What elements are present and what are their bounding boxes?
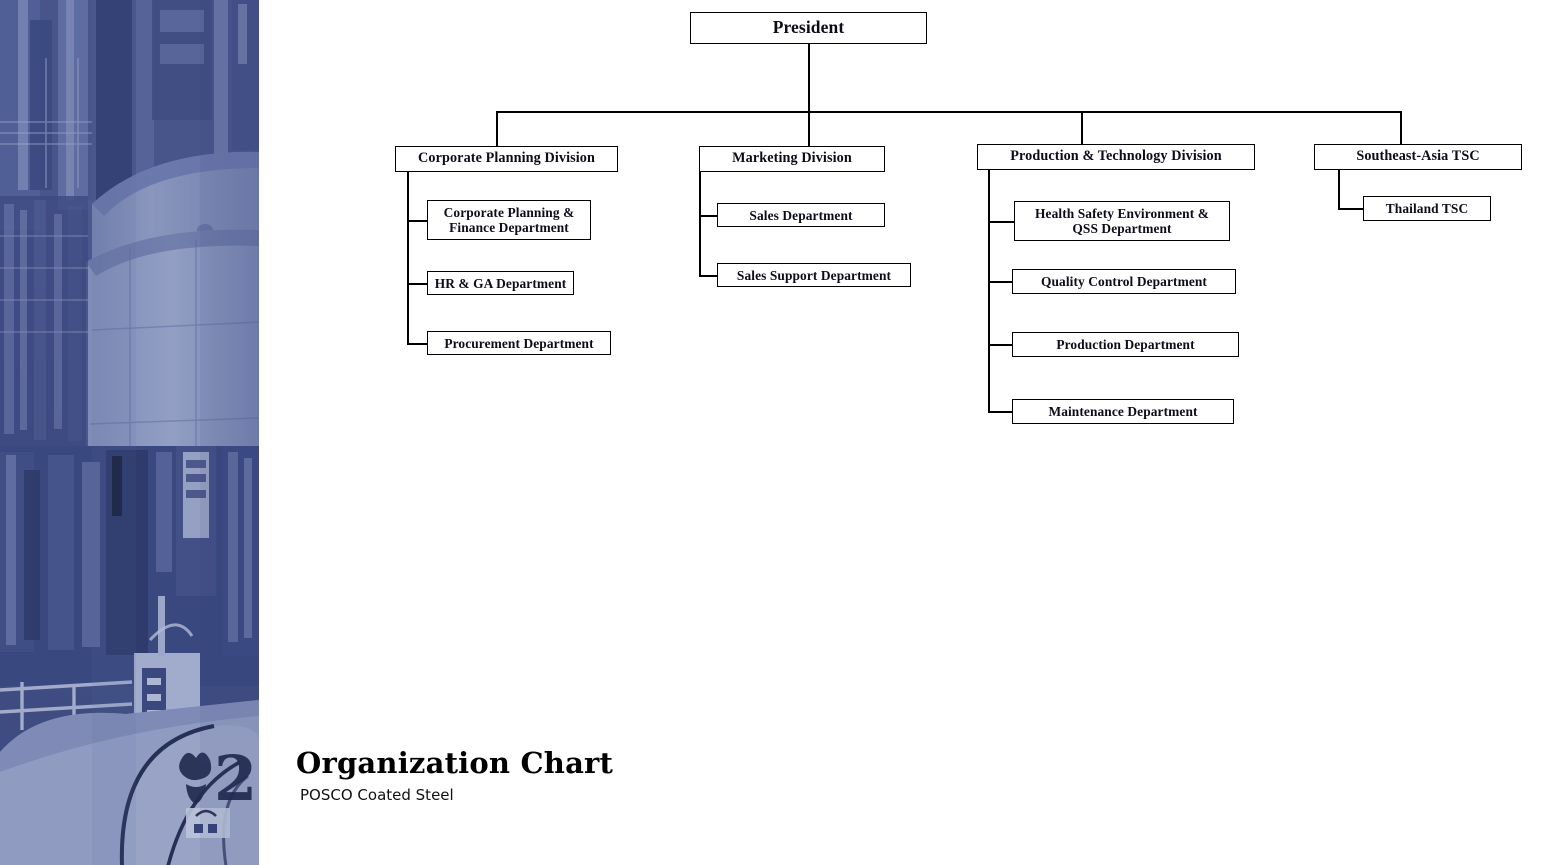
node-label-line-2: QSS Department — [1072, 221, 1172, 236]
connector-stem-southeast-asia-tsc — [1338, 170, 1340, 209]
title-block: Organization Chart POSCO Coated Steel — [296, 746, 614, 804]
node-hr-ga-department[interactable]: HR & GA Department — [427, 271, 574, 295]
node-president[interactable]: President — [690, 12, 927, 44]
connector-stem-marketing — [699, 172, 701, 276]
node-corporate-planning-finance-department[interactable]: Corporate Planning & Finance Department — [427, 200, 591, 240]
connector-drop-southeast-asia-tsc — [1400, 111, 1402, 145]
connector-president-stem — [808, 44, 810, 112]
node-label-line-1: Health Safety Environment & — [1035, 206, 1209, 221]
node-sales-support-department[interactable]: Sales Support Department — [717, 263, 911, 287]
node-health-safety-environment-qss-department[interactable]: Health Safety Environment & QSS Departme… — [1014, 201, 1230, 241]
sidebar-image-panel: 2 — [0, 0, 259, 865]
node-thailand-tsc[interactable]: Thailand TSC — [1363, 196, 1491, 221]
connector-elbow-sales-support — [699, 275, 717, 277]
connector-drop-corporate-planning — [496, 111, 498, 147]
node-sales-department[interactable]: Sales Department — [717, 203, 885, 227]
connector-elbow-hse-qss — [988, 221, 1014, 223]
node-quality-control-department[interactable]: Quality Control Department — [1012, 269, 1236, 294]
node-southeast-asia-tsc[interactable]: Southeast-Asia TSC — [1314, 144, 1522, 170]
org-chart-canvas: President Corporate Planning Division Ma… — [259, 0, 1554, 865]
connector-elbow-corporate-planning-finance — [407, 220, 429, 222]
connector-elbow-maintenance — [988, 411, 1012, 413]
node-label-line-1: Corporate Planning & — [443, 205, 575, 220]
node-production-department[interactable]: Production Department — [1012, 332, 1239, 357]
node-corporate-planning-division[interactable]: Corporate Planning Division — [395, 146, 618, 172]
svg-text:2: 2 — [214, 742, 257, 815]
connector-elbow-procurement — [407, 343, 429, 345]
connector-elbow-quality-control — [988, 281, 1012, 283]
connector-stem-production-technology — [988, 170, 990, 411]
connector-drop-marketing — [808, 111, 810, 147]
page-title: Organization Chart — [296, 746, 614, 780]
node-production-technology-division[interactable]: Production & Technology Division — [977, 144, 1255, 170]
connector-stem-corporate-planning — [407, 172, 409, 344]
industrial-plant-photo: 2 — [0, 0, 259, 865]
connector-drop-production-technology — [1081, 111, 1083, 147]
connector-elbow-production — [988, 344, 1012, 346]
node-procurement-department[interactable]: Procurement Department — [427, 331, 611, 355]
connector-elbow-hr-ga — [407, 283, 429, 285]
connector-division-bus — [496, 111, 1402, 113]
connector-elbow-sales — [699, 215, 717, 217]
connector-elbow-thailand-tsc — [1338, 208, 1363, 210]
node-maintenance-department[interactable]: Maintenance Department — [1012, 399, 1234, 424]
page-subtitle: POSCO Coated Steel — [300, 785, 454, 804]
node-label-line-2: Finance Department — [449, 220, 569, 235]
node-marketing-division[interactable]: Marketing Division — [699, 146, 885, 172]
